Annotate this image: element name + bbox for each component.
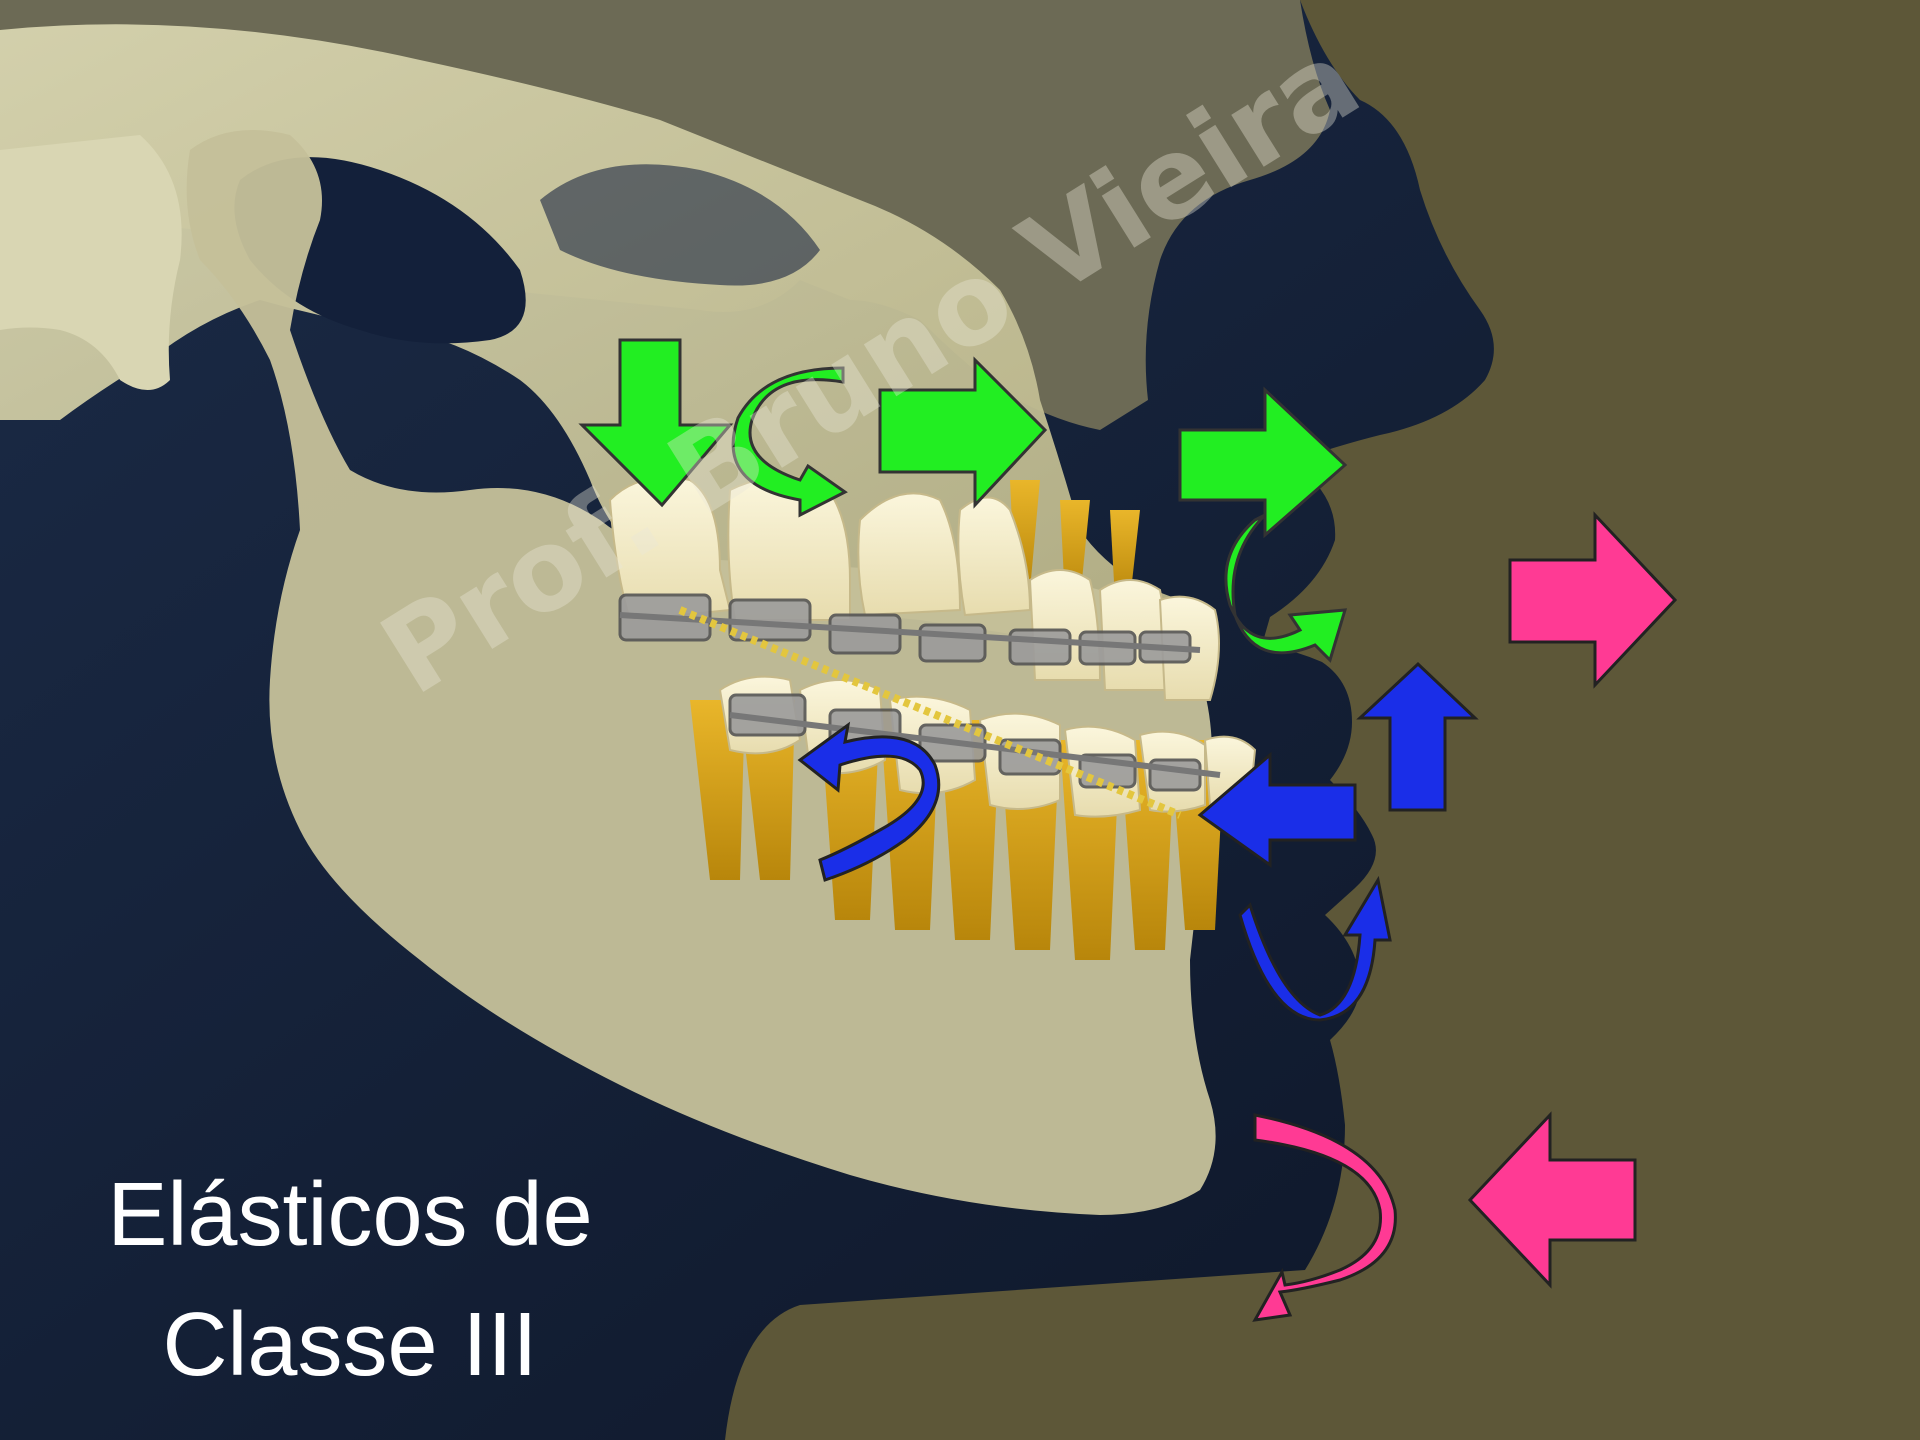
slide-title-line-1: Elásticos de xyxy=(0,1170,700,1260)
slide-title-line-2: Classe III xyxy=(0,1300,700,1390)
